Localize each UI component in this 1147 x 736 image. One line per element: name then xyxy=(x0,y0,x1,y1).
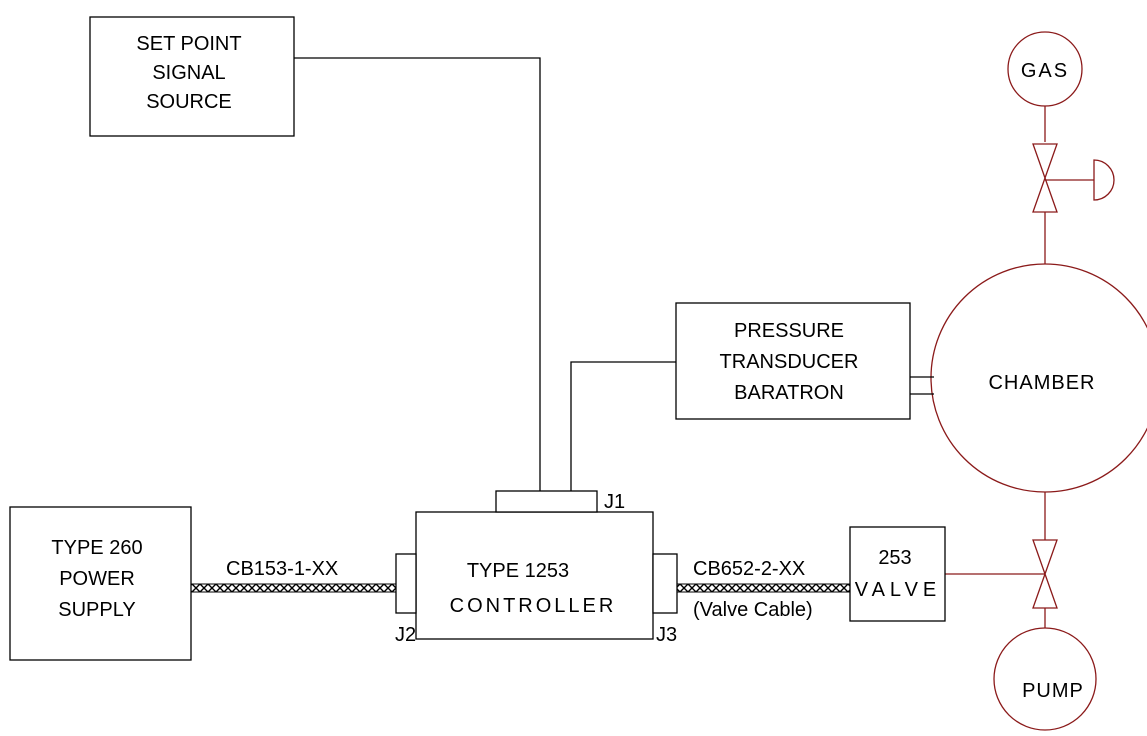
transducer-label-line2: TRANSDUCER xyxy=(720,351,859,373)
power-supply-label-line1: TYPE 260 xyxy=(51,537,142,559)
j3-label: J3 xyxy=(656,624,677,646)
controller-label-line1: TYPE 1253 xyxy=(467,560,569,582)
setpoint-signal-wire xyxy=(294,57,541,491)
power-supply-label-line2: POWER xyxy=(59,568,135,590)
valve-cable-note: (Valve Cable) xyxy=(693,599,813,621)
power-supply-label-line3: SUPPLY xyxy=(58,599,135,621)
gas-label: GAS xyxy=(1021,60,1069,82)
j2-connector xyxy=(395,553,417,614)
controller-label-line2: CONTROLLER xyxy=(450,595,617,617)
valve-cable xyxy=(676,583,851,593)
pump-valve-icon xyxy=(1032,539,1058,609)
valve-cable-label: CB652-2-XX xyxy=(693,558,805,580)
transducer-label-line1: PRESSURE xyxy=(734,320,844,342)
transducer-label-line3: BARATRON xyxy=(734,382,844,404)
power-supply-box xyxy=(9,506,192,661)
gas-valve-icon xyxy=(1032,143,1058,213)
valve-label-line2: VALVE xyxy=(855,579,942,601)
setpoint-source-box xyxy=(89,16,295,137)
j3-connector xyxy=(652,553,678,614)
valve-label-line1: 253 xyxy=(878,547,911,569)
valve-box xyxy=(849,526,946,622)
transducer-box xyxy=(675,302,911,420)
power-cable-label: CB153-1-XX xyxy=(226,558,338,580)
j1-label: J1 xyxy=(604,491,625,513)
j2-label: J2 xyxy=(395,624,416,646)
manual-actuator-head xyxy=(1093,159,1115,201)
pump-label: PUMP xyxy=(1022,680,1084,702)
setpoint-label-line2: SIGNAL xyxy=(152,62,225,84)
setpoint-label-line1: SET POINT xyxy=(136,33,241,55)
transducer-signal-wire xyxy=(570,361,676,491)
j1-connector xyxy=(495,490,598,513)
gas-circle xyxy=(1007,31,1083,107)
chamber-label: CHAMBER xyxy=(988,372,1095,394)
pump-circle xyxy=(993,627,1097,731)
chamber-circle xyxy=(930,263,1147,493)
power-cable xyxy=(190,583,397,593)
setpoint-label-line3: SOURCE xyxy=(146,91,232,113)
controller-box xyxy=(415,511,654,640)
